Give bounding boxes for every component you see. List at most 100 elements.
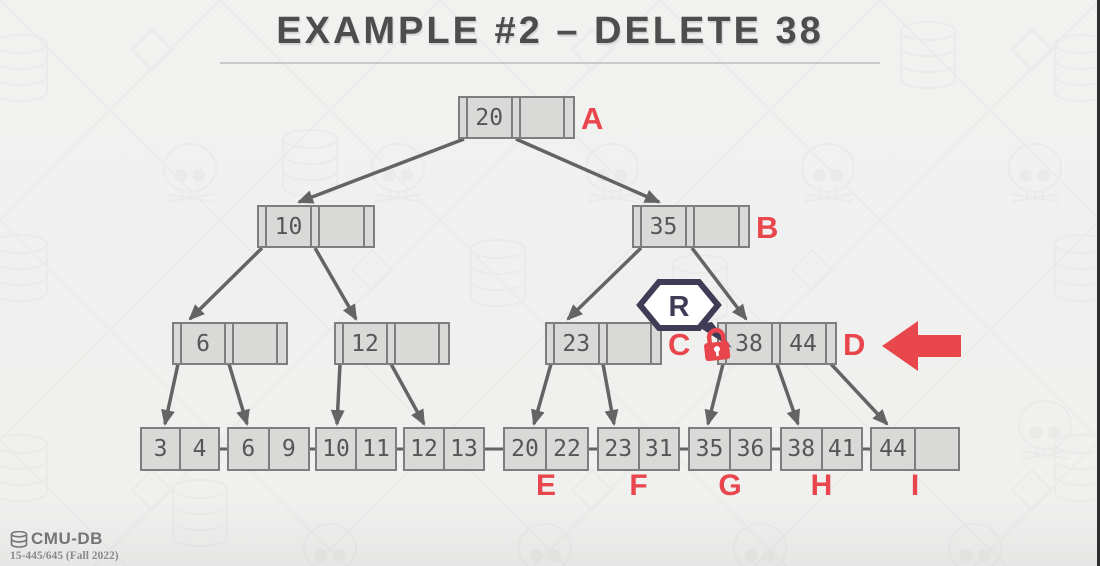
leaf-value-cell <box>916 429 958 469</box>
leaf-label-H: H <box>810 469 833 502</box>
leaf-value-cell: 3 <box>142 429 181 469</box>
key-cell <box>320 207 365 246</box>
inner-node-inner-12: 12 <box>334 322 450 365</box>
pointer-cell <box>513 98 521 137</box>
course-label: 15-445/645 (Fall 2022) <box>10 550 119 562</box>
key-cell: 12 <box>344 324 388 363</box>
inner-node-inner-35: 35 <box>632 205 750 248</box>
key-cell: 44 <box>781 324 827 363</box>
leaf-value-cell: 44 <box>872 429 916 469</box>
parent-child-edge <box>690 246 748 321</box>
leaf-value-cell: 12 <box>405 429 445 469</box>
parent-child-edge <box>330 363 345 427</box>
pointer-cell <box>440 324 448 363</box>
inner-node-inner-23: 23 <box>545 322 662 365</box>
key-cell: 20 <box>468 98 513 137</box>
cmu-db-logo-icon <box>10 530 28 548</box>
footer: CMU-DB 15-445/645 (Fall 2022) <box>10 529 119 562</box>
leaf-label-G: G <box>718 469 742 502</box>
key-cell: 23 <box>555 324 600 363</box>
leaf-value-cell: 6 <box>229 429 270 469</box>
node-label-B: B <box>756 210 779 245</box>
cmu-db-logo-text: CMU-DB <box>31 529 103 548</box>
leaf-value-cell: 9 <box>281 436 296 462</box>
inner-node-inner-10: 10 <box>257 205 375 248</box>
pointer-cell <box>278 324 286 363</box>
pointer-cell <box>460 98 468 137</box>
leaf-value-cell: 31 <box>644 436 673 462</box>
pointer-cell <box>687 207 695 246</box>
leaf-value-cell: 23 <box>599 429 640 469</box>
leaf-value-cell: 22 <box>553 436 581 462</box>
parent-child-edge <box>515 137 661 204</box>
leaf-value-cell: 11 <box>362 436 390 462</box>
inner-node-inner-6: 6 <box>172 322 288 365</box>
parent-child-edge <box>829 362 889 426</box>
pointer-cell <box>365 207 373 246</box>
leaf-value-cell: 41 <box>827 436 856 462</box>
leaf-label-I: I <box>910 469 920 502</box>
key-cell <box>521 98 565 137</box>
pointer-cell <box>827 324 835 363</box>
parent-child-edge <box>775 363 800 426</box>
parent-child-edge <box>297 137 465 204</box>
lock-icon <box>704 327 731 362</box>
key-cell: 10 <box>267 207 312 246</box>
key-cell: 6 <box>182 324 226 363</box>
pointer-cell <box>634 207 642 246</box>
pointer-cell <box>565 98 573 137</box>
pointer-cell <box>388 324 396 363</box>
pointer-cell <box>174 324 182 363</box>
screen-right-edge <box>1097 0 1100 566</box>
parent-child-edge <box>313 247 358 321</box>
pointer-cell <box>259 207 267 246</box>
parent-child-edge <box>566 246 643 321</box>
node-label-C: C <box>668 327 691 362</box>
parent-child-edge <box>188 246 264 321</box>
latch-badge-label: R <box>669 291 690 323</box>
pointer-cell <box>600 324 608 363</box>
leaf-node-44: 44 <box>870 427 960 471</box>
leaf-value-cell: 10 <box>317 429 357 469</box>
pointer-cell <box>547 324 555 363</box>
leaf-value-cell: 20 <box>505 429 547 469</box>
node-label-D: D <box>843 327 866 362</box>
pointer-cell <box>740 207 748 246</box>
parent-child-edge <box>227 363 250 427</box>
title-underline <box>220 62 880 64</box>
key-cell <box>695 207 740 246</box>
pointer-cell <box>773 324 781 363</box>
key-cell: 38 <box>727 324 773 363</box>
parent-child-edge <box>704 363 725 427</box>
key-cell <box>396 324 440 363</box>
leaf-value-cell: 4 <box>192 436 207 462</box>
page-title: EXAMPLE #2 – DELETE 38 <box>276 10 824 52</box>
parent-child-edge <box>161 363 180 427</box>
key-cell <box>608 324 652 363</box>
leaf-label-E: E <box>535 469 556 502</box>
node-label-A: A <box>581 101 604 136</box>
pointer-cell <box>336 324 344 363</box>
pointer-cell <box>312 207 320 246</box>
leaf-value-cell: 36 <box>736 436 765 462</box>
key-cell <box>234 324 278 363</box>
leaf-label-F: F <box>629 469 648 502</box>
leaf-value-cell: 35 <box>690 429 731 469</box>
leaf-value-cell: 13 <box>450 436 478 462</box>
parent-child-edge <box>531 363 553 427</box>
pointer-cell <box>226 324 234 363</box>
cursor-left-arrow-icon <box>882 321 961 371</box>
latch-badge-hexagon <box>636 279 722 331</box>
parent-child-edge <box>389 363 426 426</box>
